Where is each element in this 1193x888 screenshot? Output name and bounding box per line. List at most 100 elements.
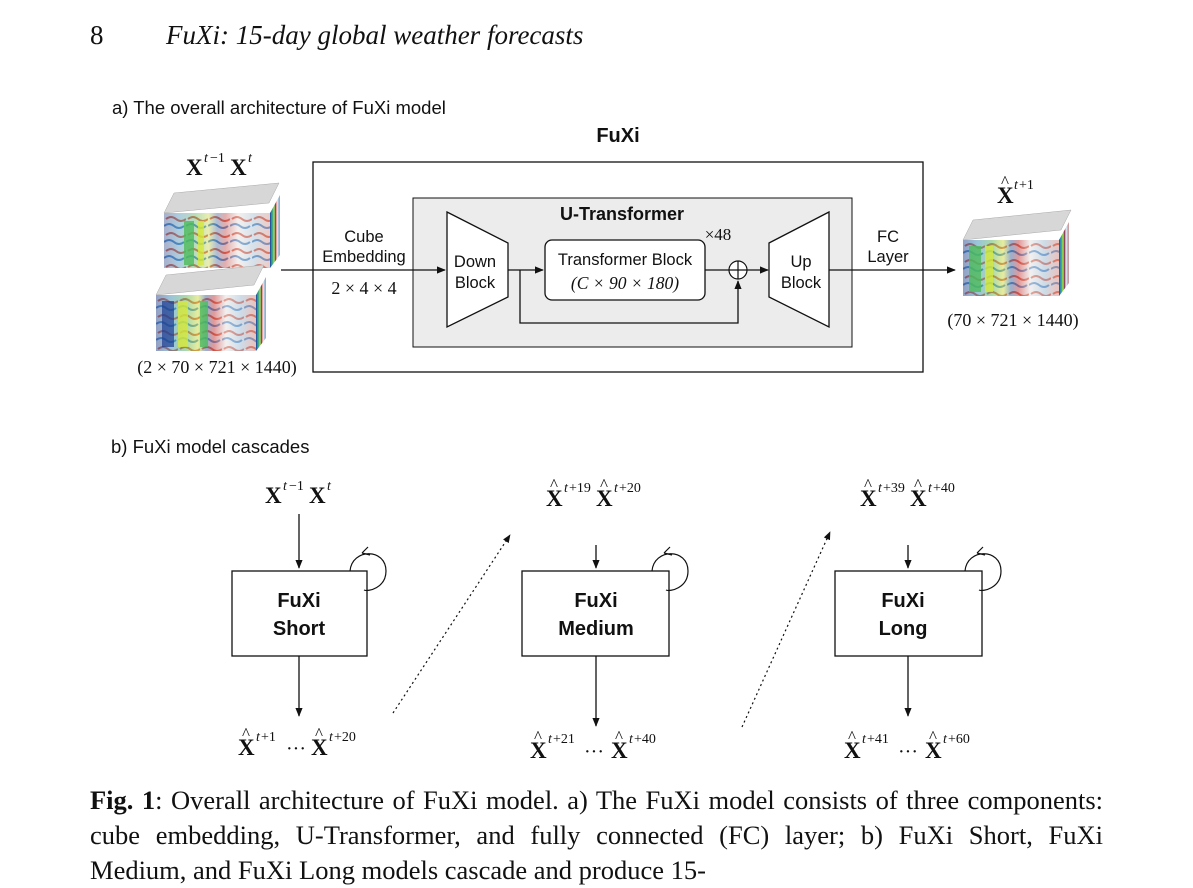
svg-text:t: t	[204, 151, 209, 166]
svg-text:X: X	[265, 483, 282, 508]
svg-text:X: X	[997, 183, 1014, 208]
stage-medium-output: X ^ t +21 ··· X ^ t +40	[530, 727, 656, 763]
svg-text:+39: +39	[883, 481, 905, 496]
svg-text:X: X	[910, 486, 927, 511]
stage-short: X t −1 X t FuXi Short X ^ t +1 ··· X ^ t…	[231, 479, 387, 760]
loop-arrow-icon	[964, 553, 1002, 592]
down-block-label-2: Block	[455, 274, 496, 292]
svg-text:t: t	[564, 481, 569, 496]
up-block-label-2: Block	[781, 274, 822, 292]
svg-text:t: t	[614, 481, 619, 496]
down-block	[446, 210, 509, 329]
page-number: 8	[90, 20, 104, 50]
svg-text:t: t	[878, 481, 883, 496]
fc-layer-label-2: Layer	[867, 248, 909, 266]
svg-text:+21: +21	[553, 732, 575, 747]
transformer-block-shape: (C × 90 × 180)	[571, 273, 679, 293]
caption-label: Fig. 1	[90, 785, 156, 815]
stage-long-name-1: FuXi	[881, 590, 924, 612]
svg-text:t: t	[862, 732, 867, 747]
input-data-stack	[155, 182, 280, 351]
svg-text:+1: +1	[261, 730, 276, 745]
output-shape: (70 × 721 × 1440)	[947, 310, 1078, 331]
add-icon	[728, 260, 748, 280]
up-block	[768, 210, 830, 329]
repeat-count: ×48	[705, 225, 732, 244]
cascade-connector-2	[741, 531, 831, 728]
transformer-block-label: Transformer Block	[558, 251, 693, 269]
svg-text:X: X	[546, 486, 563, 511]
caption-text: : Overall architecture of FuXi model. a)…	[90, 785, 1103, 885]
svg-text:^: ^	[848, 727, 856, 746]
svg-text:···: ···	[584, 741, 604, 763]
svg-text:^: ^	[600, 475, 608, 494]
svg-text:X: X	[844, 738, 861, 763]
svg-text:t: t	[1014, 178, 1019, 193]
figure: a) The overall architecture of FuXi mode…	[111, 97, 1079, 763]
stage-medium-name-2: Medium	[558, 618, 634, 640]
stage-long: X ^ t +39 X ^ t +40 FuXi Long X ^ t +41 …	[834, 475, 1002, 763]
svg-text:+20: +20	[619, 481, 641, 496]
svg-text:X: X	[611, 738, 628, 763]
stage-short-input: X t −1 X t	[265, 479, 332, 508]
cascade-connector-1	[392, 534, 511, 714]
fuxi-title: FuXi	[596, 125, 639, 147]
svg-text:X: X	[238, 735, 255, 760]
svg-text:t: t	[283, 479, 288, 494]
svg-text:+40: +40	[933, 481, 955, 496]
svg-text:+20: +20	[334, 730, 356, 745]
svg-text:+41: +41	[867, 732, 889, 747]
stage-long-name-2: Long	[879, 618, 928, 640]
fc-layer-label-1: FC	[877, 228, 899, 246]
svg-text:+1: +1	[1019, 178, 1034, 193]
svg-text:−1: −1	[210, 151, 225, 166]
svg-text:^: ^	[914, 475, 922, 494]
svg-text:−1: −1	[289, 479, 304, 494]
stage-medium-input: X ^ t +19 X ^ t +20	[546, 475, 641, 511]
svg-text:^: ^	[1001, 172, 1009, 191]
svg-text:+19: +19	[569, 481, 591, 496]
svg-text:t: t	[928, 481, 933, 496]
input-shape: (2 × 70 × 721 × 1440)	[137, 357, 296, 378]
input-symbol: X t −1 X t	[186, 151, 253, 180]
panel-a-label: a) The overall architecture of FuXi mode…	[112, 97, 446, 118]
loop-arrow-icon	[349, 553, 387, 592]
svg-text:t: t	[548, 732, 553, 747]
skip-connection	[519, 270, 742, 324]
svg-text:^: ^	[615, 727, 623, 746]
svg-text:X: X	[530, 738, 547, 763]
panel-b-label: b) FuXi model cascades	[111, 436, 309, 457]
svg-text:···: ···	[286, 738, 306, 760]
svg-text:+60: +60	[948, 732, 970, 747]
svg-text:t: t	[629, 732, 634, 747]
loop-arrow-icon	[651, 553, 689, 592]
stage-medium: X ^ t +19 X ^ t +20 FuXi Medium X ^ t +2…	[521, 475, 689, 763]
svg-text:^: ^	[550, 475, 558, 494]
svg-text:X: X	[309, 483, 326, 508]
svg-text:···: ···	[898, 741, 918, 763]
svg-text:^: ^	[864, 475, 872, 494]
svg-text:^: ^	[242, 724, 250, 743]
svg-text:X: X	[596, 486, 613, 511]
fuxi-box	[312, 161, 924, 373]
stage-long-input: X ^ t +39 X ^ t +40	[860, 475, 955, 511]
cube-embedding-label-2: Embedding	[322, 248, 405, 266]
svg-text:X: X	[860, 486, 877, 511]
svg-text:t: t	[329, 730, 334, 745]
stage-short-name-1: FuXi	[277, 590, 320, 612]
up-block-label-1: Up	[790, 253, 811, 271]
u-transformer-title: U-Transformer	[560, 204, 684, 224]
cube-embedding-size: 2 × 4 × 4	[331, 278, 396, 298]
svg-text:t: t	[327, 479, 332, 494]
output-symbol: X ^ t +1	[997, 172, 1034, 208]
down-block-label-1: Down	[454, 253, 496, 271]
svg-text:^: ^	[315, 724, 323, 743]
svg-text:X: X	[311, 735, 328, 760]
svg-text:t: t	[943, 732, 948, 747]
svg-text:t: t	[256, 730, 261, 745]
svg-text:X: X	[925, 738, 942, 763]
svg-text:X: X	[230, 155, 247, 180]
svg-text:X: X	[186, 155, 203, 180]
stage-short-name-2: Short	[273, 618, 326, 640]
